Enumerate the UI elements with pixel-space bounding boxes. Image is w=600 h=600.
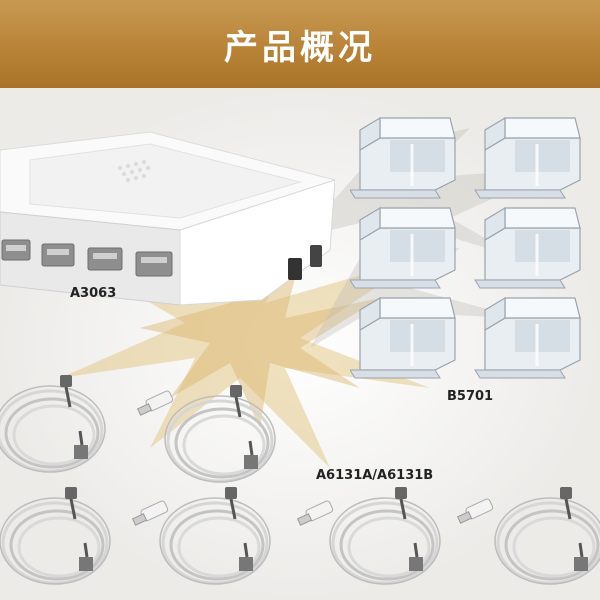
hub-model-label: A3063 [70, 286, 117, 301]
page-title: 产品概况 [224, 27, 376, 68]
holder-group-image [350, 116, 582, 380]
cable-model-label: A6131A/A6131B [316, 468, 434, 483]
holder-model-label: B5701 [447, 389, 494, 404]
cable-group-image [0, 373, 600, 586]
hub-device-image [0, 131, 335, 306]
header-banner: 产品概况 [0, 0, 600, 88]
product-stage: A3063 B5701 [0, 88, 600, 600]
